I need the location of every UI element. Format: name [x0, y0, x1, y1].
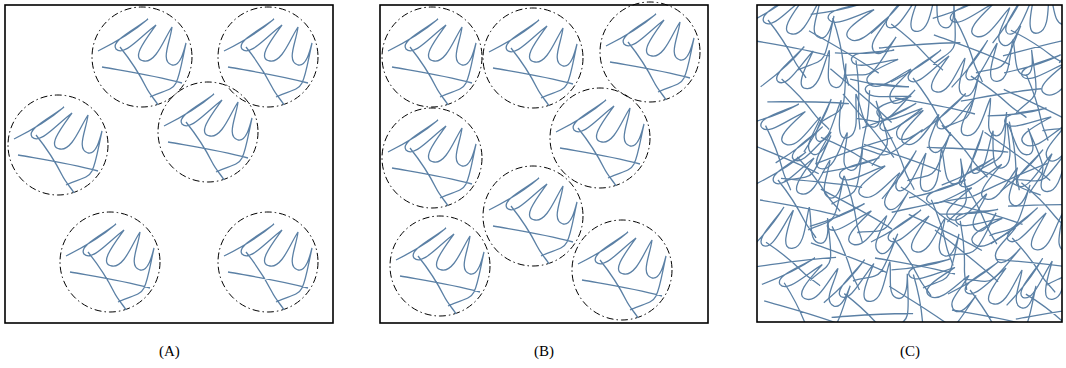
panel-frame — [380, 5, 708, 323]
panel-label: (B) — [534, 343, 554, 360]
dilute-panel — [5, 5, 333, 323]
panel-frame — [757, 5, 1062, 322]
overlap-panel — [380, 2, 708, 323]
panel-label: (C) — [900, 343, 920, 360]
semidilute-panel — [732, 0, 1066, 356]
panel-frame — [5, 5, 333, 323]
panel-label: (A) — [159, 343, 180, 360]
